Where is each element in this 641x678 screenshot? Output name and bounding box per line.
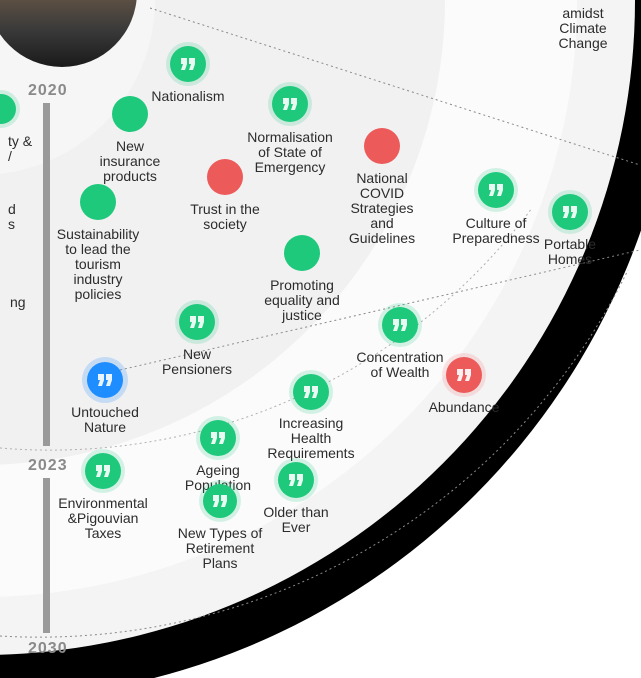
- year-2030: 2030: [28, 640, 68, 657]
- node-abundance[interactable]: [446, 357, 482, 393]
- year-2023: 2023: [28, 457, 68, 474]
- node-label: National COVID Strategies and Guidelines: [348, 170, 416, 246]
- node-new-types-of-retirement-plans[interactable]: [203, 484, 237, 518]
- quote-icon: [98, 374, 112, 386]
- node-normalisation-of-state-of-emergency[interactable]: [272, 86, 308, 122]
- sector-divider: [119, 249, 641, 371]
- quote-icon: [489, 184, 503, 196]
- node-ageing-population[interactable]: [200, 420, 236, 456]
- quote-icon: [393, 319, 407, 331]
- node-new-pensioners[interactable]: [179, 304, 215, 340]
- center-photo: [0, 0, 137, 67]
- node-new-insurance-products[interactable]: [112, 96, 148, 132]
- node-label: Abundance: [428, 399, 500, 415]
- quote-icon: [211, 432, 225, 444]
- node-trust-in-the-society[interactable]: [207, 159, 243, 195]
- node-promoting-equality-and-justice[interactable]: [284, 235, 320, 271]
- node-label: Culture of Preparedness: [452, 215, 540, 246]
- node-label: Increasing Health Requirements: [267, 415, 355, 461]
- top-right-label: amidst Climate Change: [558, 5, 608, 51]
- node-label: Nationalism: [151, 88, 225, 104]
- node-sustainability-to-lead-the-tourism-industry-policies[interactable]: [80, 184, 116, 220]
- node-culture-of-preparedness[interactable]: [478, 172, 514, 208]
- year-2020: 2020: [28, 82, 68, 99]
- partial-label: ty & /: [8, 133, 33, 164]
- quote-icon: [304, 386, 318, 398]
- node-label: Normalisation of State of Emergency: [247, 129, 333, 175]
- node-label: Older than Ever: [263, 504, 329, 535]
- node-label: Trust in the society: [190, 201, 260, 232]
- node-portable-homes[interactable]: [552, 194, 588, 230]
- sector-title: SOCIETY AND POLITICS: [457, 591, 553, 623]
- node-label: Promoting equality and justice: [264, 277, 340, 323]
- node-label: New Pensioners: [161, 346, 233, 377]
- node-environmental-pigouvian-taxes[interactable]: [85, 453, 121, 489]
- node-label: New Types of Retirement Plans: [177, 525, 263, 571]
- node-label: Sustainability to lead the tourism indus…: [56, 226, 140, 302]
- node-nationalism[interactable]: [170, 46, 206, 82]
- partial-label: d s: [8, 201, 16, 232]
- timeline-bar-lower: [43, 478, 50, 633]
- quote-icon: [563, 206, 577, 218]
- dashed-ring-2020: [0, 269, 629, 638]
- node-older-than-ever[interactable]: [278, 462, 314, 498]
- quote-icon: [181, 58, 195, 70]
- node-label: New insurance products: [99, 138, 161, 184]
- quote-icon: [190, 316, 204, 328]
- node-label: Concentration of Wealth: [356, 349, 444, 380]
- partial-node[interactable]: [0, 94, 16, 124]
- quote-icon: [96, 465, 110, 477]
- node-increasing-health-requirements[interactable]: [293, 374, 329, 410]
- quote-icon: [283, 98, 297, 110]
- ring-2020: [0, 0, 445, 465]
- node-label: Environmental &Pigouvian Taxes: [58, 495, 148, 541]
- timeline-bar-upper: [43, 103, 50, 446]
- dashed-ring-2023: [0, 207, 533, 451]
- quote-icon: [289, 474, 303, 486]
- node-untouched-nature[interactable]: [87, 362, 123, 398]
- node-label: Untouched Nature: [71, 404, 139, 435]
- sector-divider: [149, 7, 641, 166]
- node-label: Portable Homes: [543, 236, 597, 267]
- quote-icon: [213, 495, 227, 507]
- quote-icon: [457, 369, 471, 381]
- node-national-covid-strategies-and-guidelines[interactable]: [364, 128, 400, 164]
- node-concentration-of-wealth[interactable]: [382, 307, 418, 343]
- partial-label: ng: [10, 294, 26, 310]
